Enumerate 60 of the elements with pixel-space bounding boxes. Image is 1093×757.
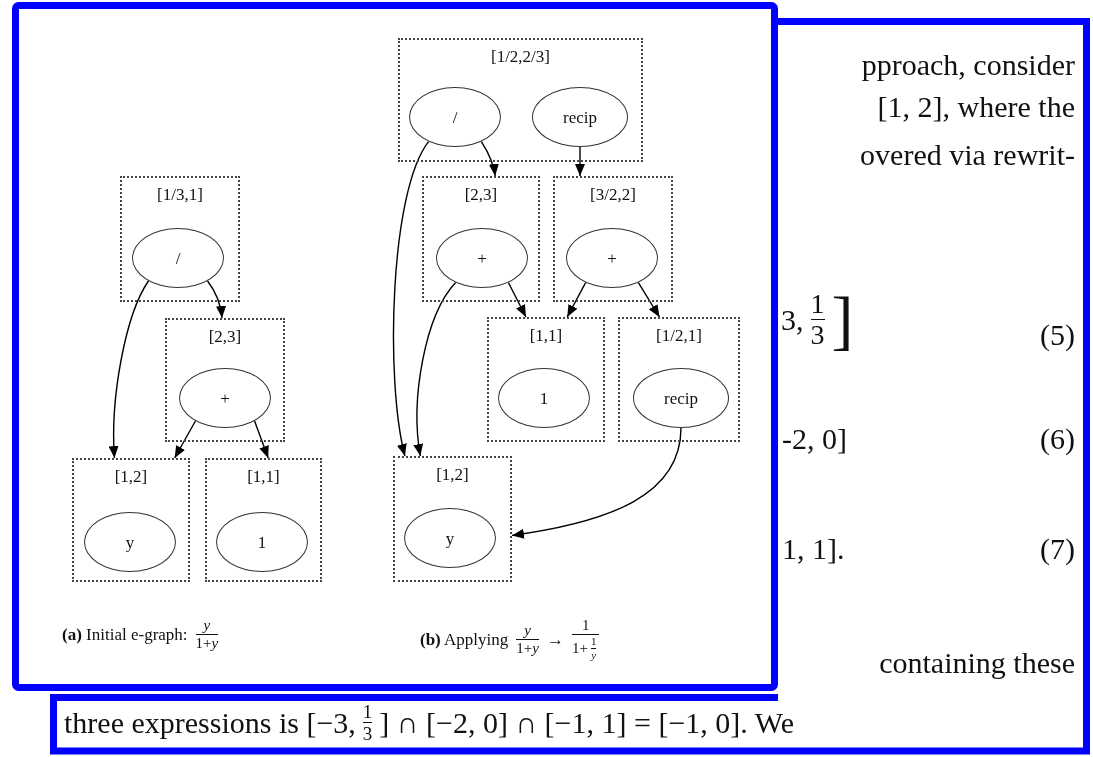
math-variable: y — [203, 618, 211, 633]
interval-label: [1/2,1] — [655, 327, 703, 344]
math-digit: 3 — [810, 321, 825, 350]
arrow — [511, 427, 682, 539]
interval-label: [1/3,1] — [156, 186, 204, 203]
interval-label: [1,2] — [113, 468, 149, 485]
math-digit: 1 — [590, 636, 597, 647]
math-text: -2, 0] — [782, 424, 847, 454]
math-symbol: → — [546, 631, 564, 648]
caption: (b) Applying — [420, 631, 509, 648]
math-digit: 1 — [362, 702, 373, 721]
math-bracket: ] — [831, 290, 854, 350]
arrow — [173, 420, 197, 459]
eclass-box — [553, 176, 673, 302]
body-text: three expressions is [−3, — [64, 707, 356, 738]
interval-label: [2,3] — [463, 186, 499, 203]
arrow — [413, 281, 457, 457]
body-text: pproach, consider — [861, 50, 1075, 80]
arrow — [566, 281, 587, 318]
arrow — [392, 140, 430, 457]
math-digit: 1 — [581, 618, 590, 633]
arrow — [108, 280, 150, 459]
arrow — [507, 281, 527, 318]
math-digit: 1+ — [571, 641, 588, 656]
eclass-box — [618, 317, 740, 442]
eclass-box — [120, 176, 240, 302]
math-text: 3, — [781, 304, 804, 335]
interval-label: [1/2,2/3] — [490, 48, 551, 65]
arrow — [575, 146, 585, 177]
interval-label: [3/2,2] — [589, 186, 637, 203]
arrow — [253, 420, 269, 459]
math-digit: 1 — [810, 290, 825, 319]
equation-number: (6) — [1040, 424, 1075, 454]
math-digit: 1+y — [516, 641, 539, 656]
eclass-box — [205, 458, 322, 582]
eclass-box — [72, 458, 190, 582]
interval-label: [1,2] — [435, 466, 470, 483]
arrow — [637, 281, 661, 318]
eclass-box — [398, 38, 643, 162]
math-digit: 1+y — [195, 636, 219, 651]
equation-number: (7) — [1040, 534, 1075, 564]
body-text: [1, 2], where the — [877, 92, 1075, 122]
eclass-box — [393, 456, 512, 582]
eclass-box — [165, 318, 285, 442]
arrow — [206, 280, 226, 319]
interval-label: [1,1] — [528, 327, 564, 344]
body-text: overed via rewrit- — [860, 140, 1075, 170]
eclass-box — [422, 176, 540, 302]
math-variable: y — [591, 650, 597, 661]
caption: (a) Initial e-graph: — [62, 626, 188, 643]
eclass-box — [487, 317, 605, 442]
body-text: ] ∩ [−2, 0] ∩ [−1, 1] = [−1, 0]. We — [379, 707, 794, 738]
math-digit: 3 — [362, 724, 373, 743]
body-text: containing these — [879, 648, 1075, 678]
arrow — [480, 140, 499, 177]
interval-label: [2,3] — [207, 328, 243, 345]
math-text: 1, 1]. — [782, 534, 845, 564]
interval-label: [1,1] — [246, 468, 281, 485]
math-variable: y — [524, 623, 531, 638]
equation-number: (5) — [1040, 320, 1075, 350]
